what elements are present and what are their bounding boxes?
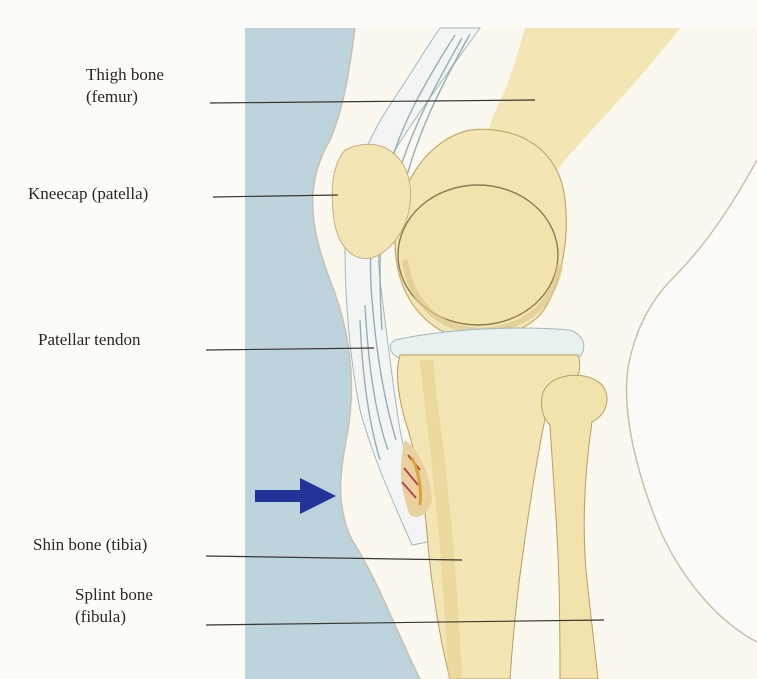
label-splint-bone-line1: Splint bone [75,584,153,606]
label-splint-bone: Splint bone (fibula) [75,584,153,628]
label-patellar-tendon: Patellar tendon [38,329,140,351]
label-shin-bone: Shin bone (tibia) [33,534,147,556]
label-thigh-bone: Thigh bone (femur) [86,64,164,108]
label-thigh-bone-line1: Thigh bone [86,64,164,86]
label-thigh-bone-line2: (femur) [86,86,164,108]
label-patellar-tendon-line1: Patellar tendon [38,329,140,351]
label-shin-bone-line1: Shin bone (tibia) [33,534,147,556]
label-kneecap-line1: Kneecap (patella) [28,183,148,205]
label-splint-bone-line2: (fibula) [75,606,153,628]
label-kneecap: Kneecap (patella) [28,183,148,205]
